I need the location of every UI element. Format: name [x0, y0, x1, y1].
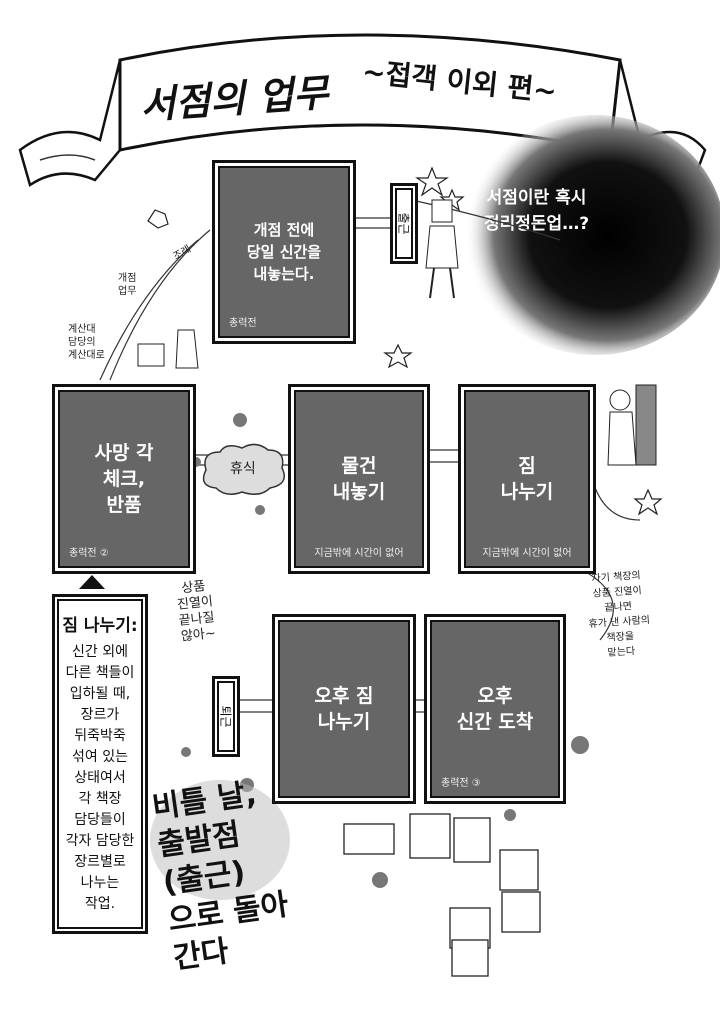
- sorting-note-body: 신간 외에 다른 책들이 입하될 때, 장르가 뒤죽박죽 섞여 있는 상태여서 …: [65, 644, 135, 912]
- character-shelf: [607, 384, 657, 466]
- panel-check-return-caption: 총력전 ②: [69, 548, 109, 559]
- panel-open-new-text: 개점 전에 당일 신간을 내놓는다.: [246, 221, 322, 283]
- panel-sort: 짐 나누기 지금밖에 시간이 없어: [458, 384, 596, 574]
- panel-pm-arrive: 오후 신간 도착 총력전 ③: [424, 614, 566, 804]
- panel-display-text: 물건 내놓기: [332, 455, 386, 503]
- rest-cloud: [202, 443, 285, 495]
- own-shelf-label: 자기 책장의 상품 진열이 끝나면 휴가 낸 사람의 책장을 맡는다: [588, 570, 651, 659]
- character-register: [137, 329, 199, 369]
- panel-display-caption: 지금밖에 시간이 없어: [314, 548, 404, 559]
- panel-pm-sort-text: 오후 짐 나누기: [314, 685, 374, 733]
- panel-sort-text: 짐 나누기: [500, 455, 554, 503]
- clock-in-tag: 출근: [390, 183, 418, 264]
- clock-out-tag: 퇴근: [212, 676, 240, 757]
- dark-vortex: [465, 115, 720, 355]
- thought-text: 서점이란 혹시 정리정돈업…?: [484, 188, 590, 234]
- register-label: 계산대 담당의 계산대로: [68, 324, 105, 361]
- display-endless-label: 상품 진열이 끝나질 않아~: [176, 578, 217, 645]
- open-work-label: 개점 업무: [118, 273, 137, 297]
- panel-check-return-text: 사망 각 체크, 반품: [94, 442, 154, 516]
- closing-text: 비틀 날, 출발점 (출근) 으로 돌아 간다: [150, 776, 291, 977]
- boxes-illustration: [343, 813, 541, 977]
- rest-label: 휴식: [230, 461, 256, 477]
- panel-pm-sort: 오후 짐 나누기: [272, 614, 416, 804]
- panel-open-new-caption: 총력전: [229, 318, 257, 329]
- panel-check-return: 사망 각 체크, 반품 총력전 ②: [52, 384, 196, 574]
- sorting-note: 짐 나누기: 신간 외에 다른 책들이 입하될 때, 장르가 뒤죽박죽 섞여 있…: [52, 594, 148, 934]
- panel-pm-arrive-caption: 총력전 ③: [441, 778, 481, 789]
- panel-open-new: 개점 전에 당일 신간을 내놓는다. 총력전: [212, 160, 356, 344]
- sorting-note-title: 짐 나누기:: [62, 616, 138, 636]
- character-walking: [425, 199, 459, 299]
- panel-sort-caption: 지금밖에 시간이 없어: [482, 548, 572, 559]
- panel-display: 물건 내놓기 지금밖에 시간이 없어: [288, 384, 430, 574]
- panel-pm-arrive-text: 오후 신간 도착: [456, 685, 534, 733]
- title-ribbon: [18, 33, 707, 190]
- triangle-pointer-icon: [79, 575, 105, 589]
